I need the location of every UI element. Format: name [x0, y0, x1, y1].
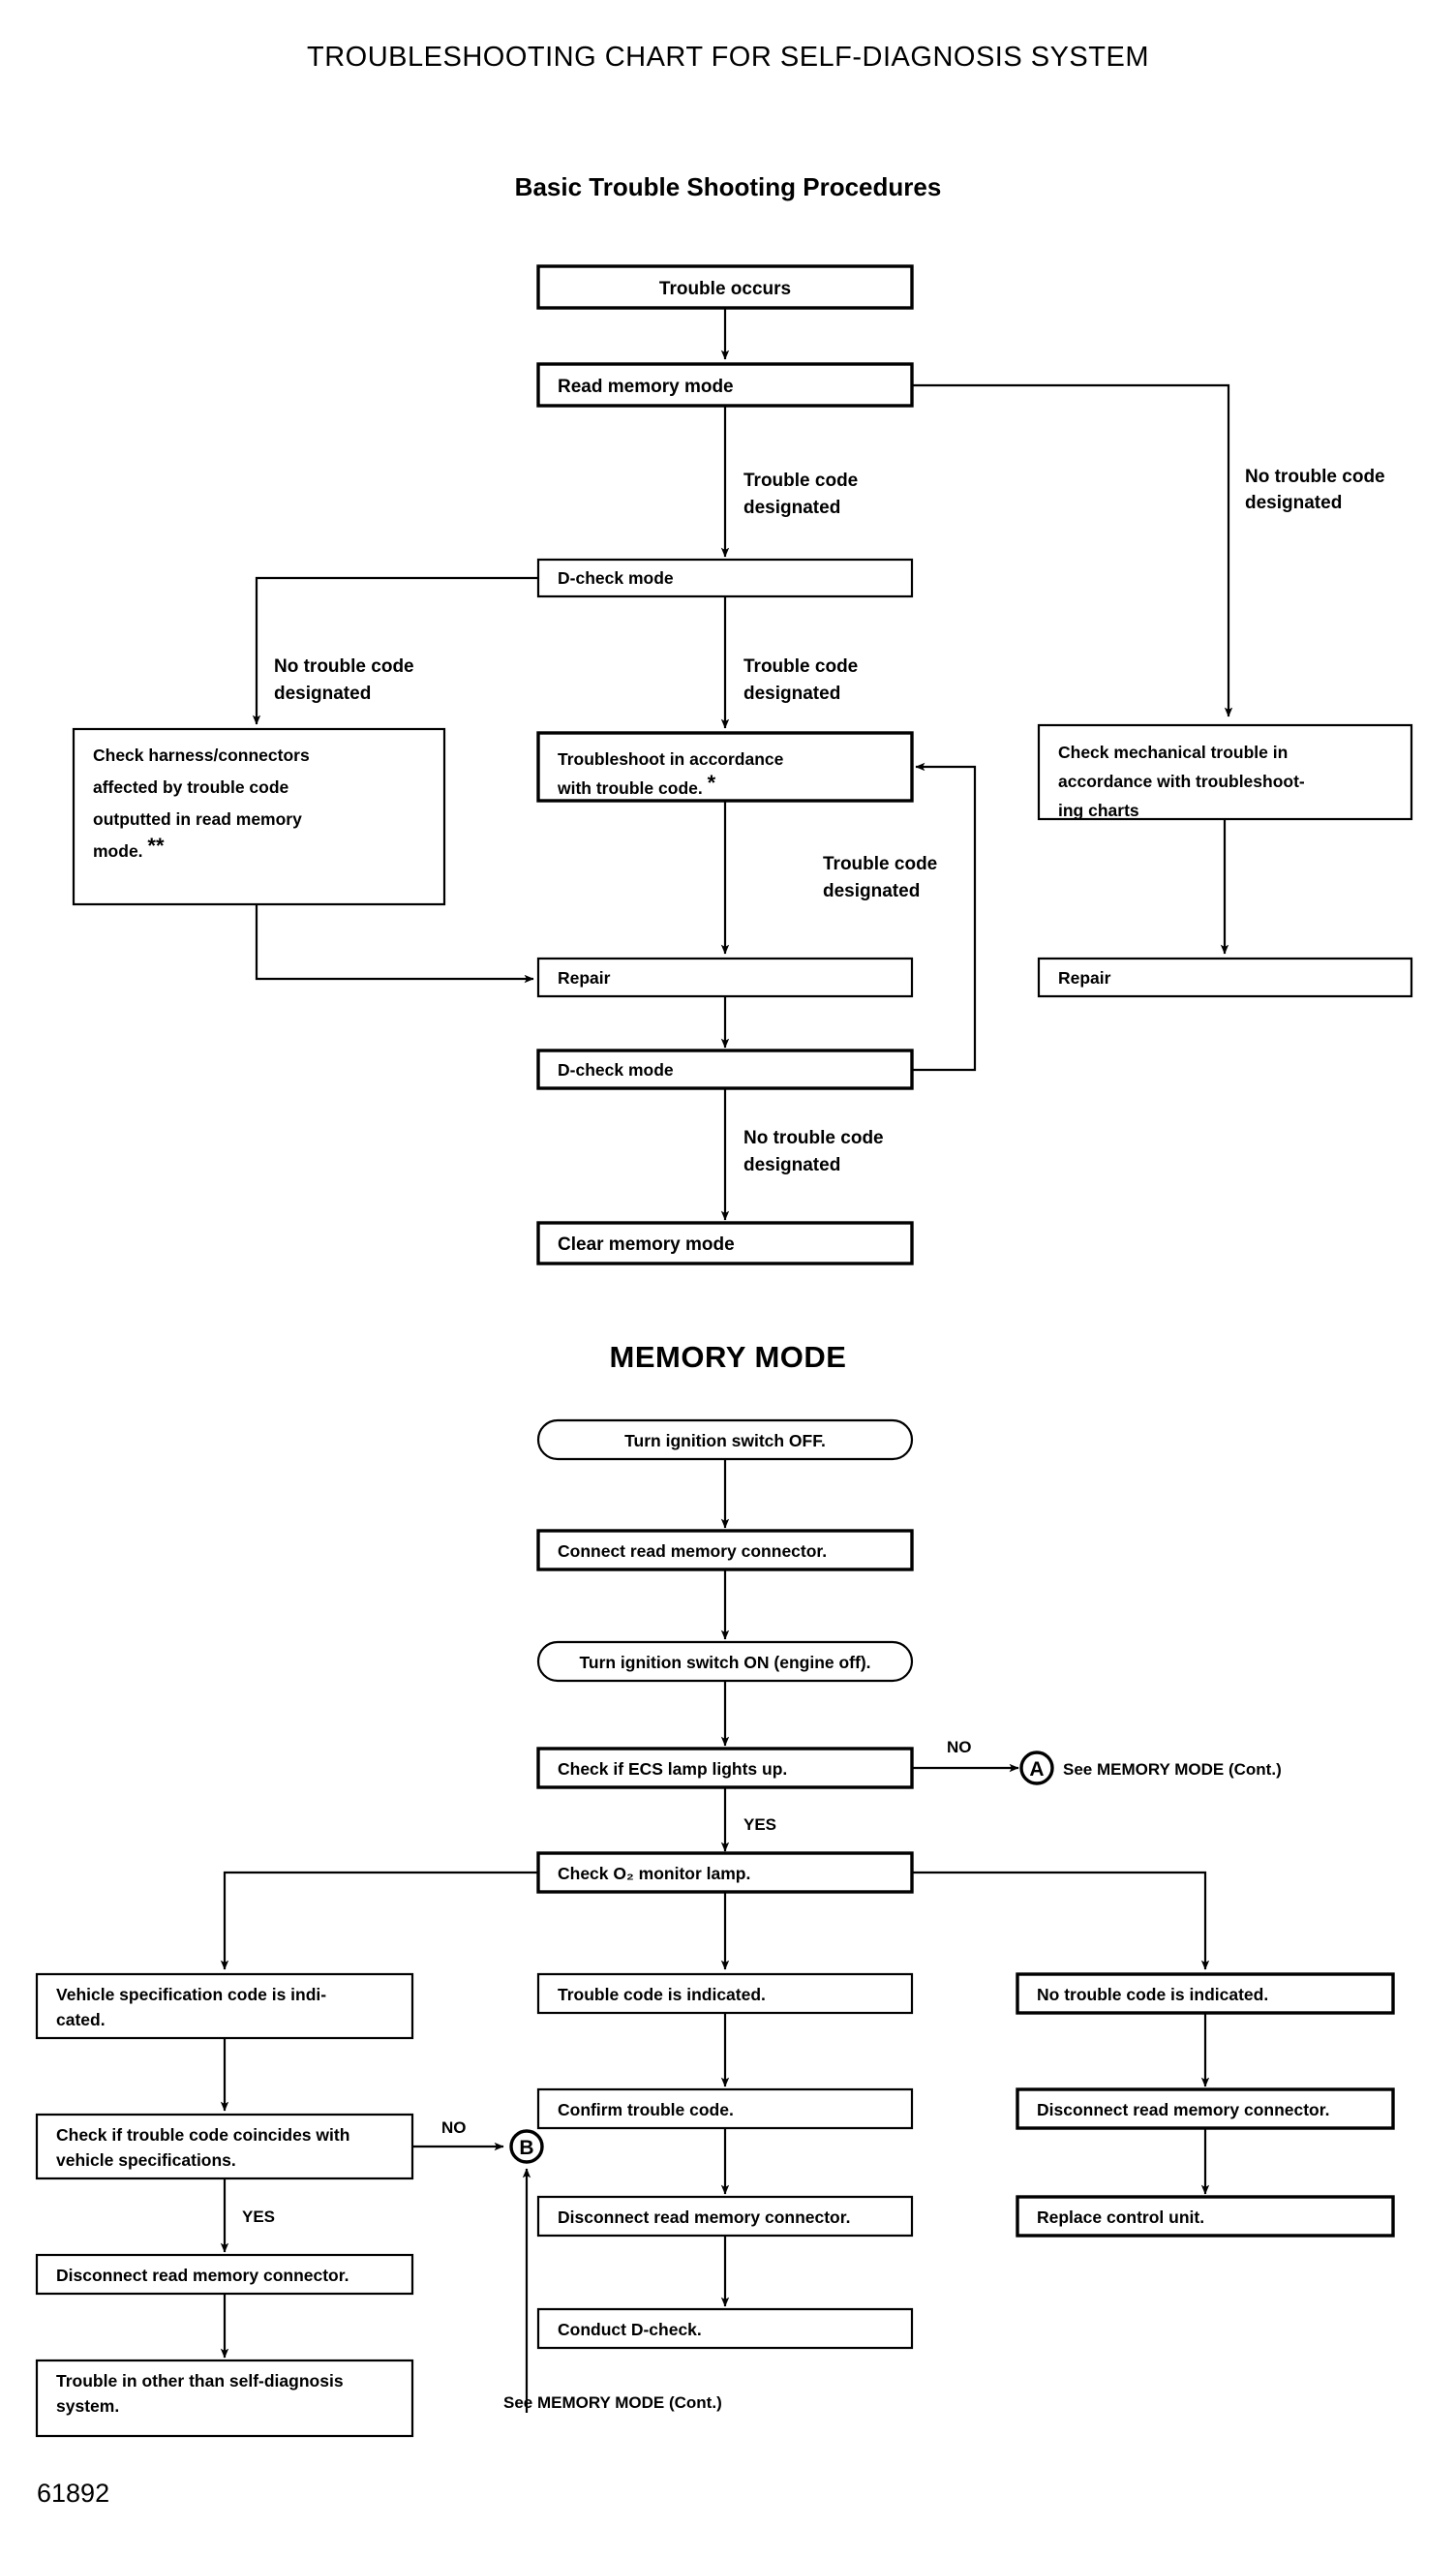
- node-trouble-other-than-self-diagnosis: [35, 2359, 414, 2438]
- edge-label-yes-2: YES: [242, 2208, 275, 2226]
- node-check-code-coincides-line1: Check if trouble code coincides with: [56, 2125, 349, 2145]
- node-check-code-coincides-line2: vehicle specifications.: [56, 2150, 236, 2170]
- node-check-ecs-lamp-label: Check if ECS lamp lights up.: [558, 1759, 787, 1779]
- edge-label-trouble-code-3-line2: designated: [743, 684, 840, 704]
- node-connect-read-memory-connector-label: Connect read memory connector.: [558, 1541, 827, 1561]
- connector-b-note: See MEMORY MODE (Cont.): [503, 2393, 722, 2412]
- edge-label-yes-1: YES: [743, 1815, 776, 1834]
- node-confirm-trouble-code-label: Confirm trouble code.: [558, 2100, 734, 2119]
- node-read-memory-mode-label: Read memory mode: [558, 377, 734, 397]
- edge-label-no-trouble-code-2-line1: No trouble code: [274, 656, 414, 677]
- connector-a-note: See MEMORY MODE (Cont.): [1063, 1760, 1282, 1779]
- node-trouble-other-line1: Trouble in other than self-diagnosis: [56, 2371, 344, 2391]
- node-repair-right-label: Repair: [1058, 968, 1111, 988]
- edge-label-no-trouble-code-5-line1: No trouble code: [743, 1128, 884, 1148]
- node-replace-control-unit-label: Replace control unit.: [1037, 2208, 1204, 2227]
- page-number: 61892: [37, 2479, 109, 2508]
- node-no-trouble-code-indicated: [1016, 1972, 1395, 2015]
- edge-label-trouble-code-0-line2: designated: [743, 498, 840, 518]
- edge-label-trouble-code-0-line1: Trouble code: [743, 471, 858, 491]
- node-vehicle-spec-code-line1: Vehicle specification code is indi-: [56, 1985, 326, 2004]
- edge-label-no-trouble-code-2-line2: designated: [274, 684, 371, 704]
- node-disconnect-connector-left-label: Disconnect read memory connector.: [56, 2266, 349, 2285]
- node-trouble-other-line2: system.: [56, 2396, 119, 2416]
- node-disconnect-connector-center-label: Disconnect read memory connector.: [558, 2208, 850, 2227]
- node-replace-control-unit: [1016, 2195, 1395, 2238]
- node-conduct-d-check-label: Conduct D-check.: [558, 2320, 702, 2339]
- node-check-harness: [72, 727, 446, 906]
- edge-label-no-trouble-code-1-line1: No trouble code: [1245, 467, 1385, 487]
- node-turn-ignition-off-label: Turn ignition switch OFF.: [624, 1431, 826, 1450]
- section-heading: MEMORY MODE: [610, 1340, 847, 1374]
- node-no-trouble-code-indicated-label: No trouble code is indicated.: [1037, 1985, 1268, 2004]
- node-disconnect-connector-right: [1016, 2087, 1395, 2130]
- node-repair-center-label: Repair: [558, 968, 611, 988]
- connector-b-circle: [509, 2129, 544, 2164]
- edge-label-trouble-code-4-line1: Trouble code: [823, 854, 937, 874]
- node-check-harness-line2: affected by trouble code: [93, 777, 289, 797]
- connector-b-letter: B: [519, 2137, 533, 2159]
- node-trouble-code-indicated: [536, 1972, 914, 2015]
- edge-label-no-2: NO: [441, 2118, 467, 2137]
- edge-label-no-1: NO: [947, 1738, 972, 1756]
- node-clear-memory-mode-label: Clear memory mode: [558, 1234, 735, 1255]
- node-check-mechanical-line1: Check mechanical trouble in: [1058, 743, 1288, 762]
- node-disconnect-connector-left: [35, 2253, 414, 2296]
- node-check-harness-line3: outputted in read memory: [93, 809, 302, 829]
- node-d-check-mode-1-label: D-check mode: [558, 568, 674, 588]
- node-check-mechanical-line2: accordance with troubleshoot-: [1058, 772, 1305, 791]
- node-d-check-mode-2-label: D-check mode: [558, 1060, 674, 1080]
- edge-label-no-trouble-code-1-line2: designated: [1245, 493, 1342, 513]
- node-vehicle-spec-code: [35, 1972, 414, 2040]
- node-vehicle-spec-code-line2: cated.: [56, 2010, 106, 2029]
- node-repair-right: [1037, 957, 1413, 998]
- node-conduct-d-check: [536, 2307, 914, 2350]
- node-trouble-occurs-label: Trouble occurs: [659, 279, 791, 299]
- node-check-o2-monitor-lamp-label: Check O₂ monitor lamp.: [558, 1864, 750, 1883]
- node-troubleshoot-line1: Troubleshoot in accordance: [558, 749, 784, 769]
- node-check-code-coincides: [35, 2113, 414, 2180]
- node-clear-memory-mode: [536, 1221, 914, 1265]
- node-repair-center: [536, 957, 914, 998]
- node-connect-read-memory-connector: [536, 1529, 914, 1571]
- node-read-memory-mode: [536, 362, 914, 408]
- node-trouble-code-indicated-label: Trouble code is indicated.: [558, 1985, 766, 2004]
- connector-a-letter: A: [1029, 1758, 1044, 1781]
- node-check-mechanical-line3: ing charts: [1058, 801, 1139, 820]
- edge-label-trouble-code-4-line2: designated: [823, 881, 920, 901]
- connector-a-circle: [1019, 1751, 1054, 1785]
- page-title: TROUBLESHOOTING CHART FOR SELF-DIAGNOSIS…: [307, 42, 1149, 73]
- node-turn-ignition-on-label: Turn ignition switch ON (engine off).: [579, 1653, 870, 1672]
- node-check-mechanical: [1037, 723, 1413, 821]
- node-check-ecs-lamp: [536, 1747, 914, 1789]
- node-troubleshoot-accordance: [536, 731, 914, 803]
- node-disconnect-connector-center: [536, 2195, 914, 2238]
- subtitle: Basic Trouble Shooting Procedures: [515, 172, 942, 201]
- edge-label-no-trouble-code-5-line2: designated: [743, 1155, 840, 1175]
- node-disconnect-connector-right-label: Disconnect read memory connector.: [1037, 2100, 1329, 2119]
- edge-label-trouble-code-3-line1: Trouble code: [743, 656, 858, 677]
- node-check-harness-line1: Check harness/connectors: [93, 746, 310, 765]
